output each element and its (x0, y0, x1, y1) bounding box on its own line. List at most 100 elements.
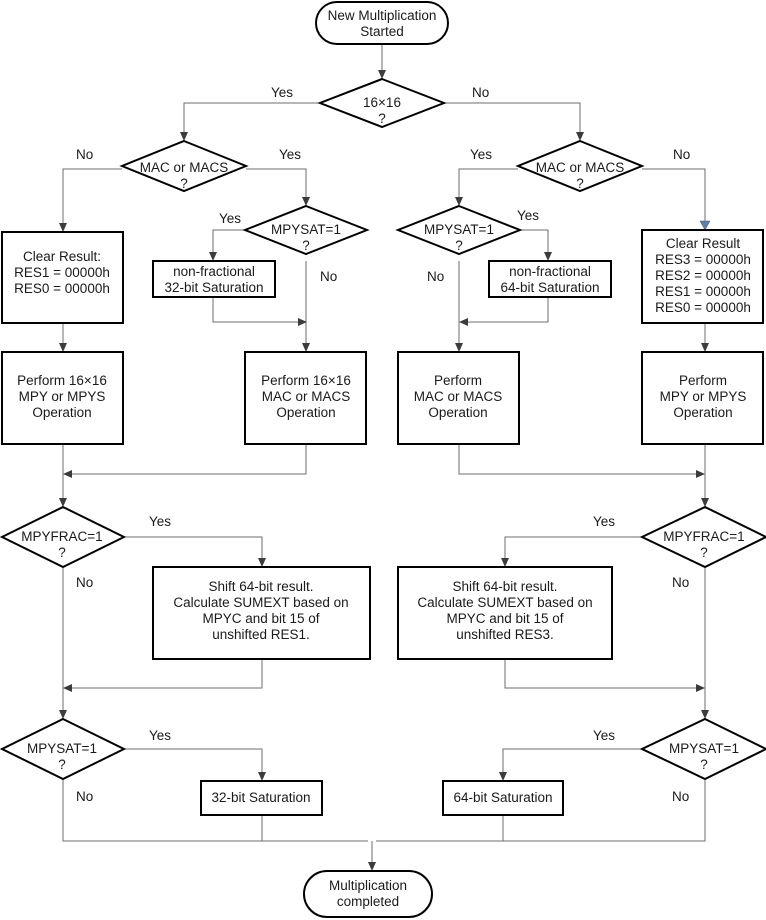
connectors (62, 44, 706, 864)
clear-left-line-1: Clear Result: (23, 249, 101, 264)
perform-mpy16-line-1: Perform 16×16 (17, 373, 107, 388)
mpysat-br-line-1: MPYSAT=1 (669, 741, 739, 756)
box-clear-result-right: Clear Result RES3 = 00000h RES2 = 00000h… (641, 229, 764, 324)
start-line-1: New Multiplication (328, 8, 437, 23)
mpyfrac-left-line-2: ? (58, 545, 66, 560)
branch-labels: Yes No No Yes Yes No Yes Yes No No Yes Y… (76, 85, 690, 804)
shift-left-line-1: Shift 64-bit result. (208, 579, 313, 594)
no-label: No (76, 789, 93, 804)
decision-mac-left-line-2: ? (180, 176, 188, 191)
perform-mpy-line-1: Perform (679, 373, 727, 388)
box-saturation-64: 64-bit Saturation (442, 780, 564, 816)
clear-right-line-2: RES3 = 00000h (655, 252, 751, 267)
box-clear-result-left: Clear Result: RES1 = 00000h RES0 = 00000… (1, 231, 124, 324)
yes-label: Yes (149, 514, 171, 529)
perform-mac16-line-2: MAC or MACS (262, 389, 351, 404)
nonfrac-32-line-1: non-fractional (173, 264, 255, 279)
shift-left-line-3: MPYC and bit 15 of (202, 611, 319, 626)
perform-mpy-line-2: MPY or MPYS (660, 389, 747, 404)
decision-16x16-line-2: ? (378, 111, 386, 126)
yes-label: Yes (149, 728, 171, 743)
no-label: No (76, 575, 93, 590)
shift-right-line-3: MPYC and bit 15 of (446, 611, 563, 626)
perform-mac16-line-3: Operation (276, 405, 335, 420)
decision-mpysat-right: MPYSAT=1 ? (395, 204, 523, 256)
decision-16x16: 16×16 ? (317, 77, 447, 129)
decision-mpyfrac-left: MPYFRAC=1 ? (0, 505, 127, 569)
nonfrac-64-line-1: non-fractional (509, 264, 591, 279)
start-terminal: New Multiplication Started (315, 1, 449, 45)
box-perform-mpy-16x16: Perform 16×16 MPY or MPYS Operation (1, 351, 124, 445)
decision-mpysat-left: MPYSAT=1 ? (242, 204, 370, 256)
perform-mpy-line-3: Operation (673, 405, 732, 420)
yes-label: Yes (271, 85, 293, 100)
perform-mac-line-2: MAC or MACS (414, 389, 503, 404)
mpyfrac-right-line-2: ? (700, 545, 708, 560)
no-label: No (427, 269, 444, 284)
yes-label: Yes (279, 147, 301, 162)
clear-right-line-1: Clear Result (666, 236, 741, 251)
decision-mac-right: MAC or MACS ? (515, 139, 645, 193)
no-label: No (673, 147, 690, 162)
clear-right-line-5: RES0 = 00000h (655, 300, 751, 315)
decision-mac-right-line-2: ? (576, 176, 584, 191)
box-perform-mac-16x16: Perform 16×16 MAC or MACS Operation (244, 351, 367, 445)
perform-mpy16-line-3: Operation (32, 405, 91, 420)
shift-right-line-4: unshifted RES3. (456, 627, 554, 642)
mpyfrac-right-line-1: MPYFRAC=1 (663, 529, 744, 544)
sat-32-label: 32-bit Saturation (211, 790, 310, 805)
yes-label: Yes (593, 514, 615, 529)
no-label: No (672, 575, 689, 590)
mpysat-bl-line-2: ? (58, 757, 66, 772)
shift-left-line-2: Calculate SUMEXT based on (173, 595, 348, 610)
arrowheads (59, 70, 711, 871)
perform-mac-line-3: Operation (428, 405, 487, 420)
decision-mpysat-left-line-1: MPYSAT=1 (271, 222, 341, 237)
no-label: No (320, 269, 337, 284)
perform-mac16-line-1: Perform 16×16 (261, 373, 351, 388)
start-line-2: Started (360, 24, 404, 39)
box-shift-left: Shift 64-bit result. Calculate SUMEXT ba… (152, 566, 371, 660)
clear-left-line-3: RES0 = 00000h (14, 281, 110, 296)
no-label: No (472, 85, 489, 100)
clear-right-line-4: RES1 = 00000h (655, 284, 751, 299)
clear-left-line-2: RES1 = 00000h (14, 265, 110, 280)
yes-label: Yes (219, 211, 241, 226)
nonfrac-32-line-2: 32-bit Saturation (164, 280, 263, 295)
box-perform-mpy: Perform MPY or MPYS Operation (641, 351, 764, 445)
no-label: No (76, 147, 93, 162)
end-line-1: Multiplication (329, 878, 407, 893)
box-shift-right: Shift 64-bit result. Calculate SUMEXT ba… (397, 566, 613, 660)
mpysat-bl-line-1: MPYSAT=1 (27, 741, 97, 756)
yes-label: Yes (517, 208, 539, 223)
decision-mac-left: MAC or MACS ? (119, 139, 249, 193)
end-terminal: Multiplication completed (303, 870, 433, 918)
box-perform-mac: Perform MAC or MACS Operation (397, 351, 520, 445)
perform-mac-line-1: Perform (434, 373, 482, 388)
decision-mac-left-line-1: MAC or MACS (140, 160, 229, 175)
decision-mpyfrac-right: MPYFRAC=1 ? (639, 505, 766, 569)
decision-mpysat-right-line-2: ? (455, 238, 463, 253)
shift-right-line-2: Calculate SUMEXT based on (417, 595, 592, 610)
mpysat-br-line-2: ? (700, 757, 708, 772)
decision-mpysat-bottom-left: MPYSAT=1 ? (0, 717, 127, 781)
no-label: No (672, 789, 689, 804)
box-nonfrac-32: non-fractional 32-bit Saturation (152, 260, 276, 298)
box-saturation-32: 32-bit Saturation (200, 780, 323, 816)
decision-mpysat-left-line-2: ? (302, 238, 310, 253)
decision-mac-right-line-1: MAC or MACS (536, 160, 625, 175)
sat-64-label: 64-bit Saturation (453, 790, 552, 805)
shift-left-line-4: unshifted RES1. (212, 627, 310, 642)
mpyfrac-left-line-1: MPYFRAC=1 (21, 529, 102, 544)
shift-right-line-1: Shift 64-bit result. (452, 579, 557, 594)
yes-label: Yes (593, 728, 615, 743)
decision-16x16-line-1: 16×16 (363, 95, 401, 110)
end-line-2: completed (337, 894, 399, 909)
clear-right-line-3: RES2 = 00000h (655, 268, 751, 283)
decision-mpysat-right-line-1: MPYSAT=1 (424, 222, 494, 237)
nonfrac-64-line-2: 64-bit Saturation (500, 280, 599, 295)
box-nonfrac-64: non-fractional 64-bit Saturation (488, 260, 612, 298)
perform-mpy16-line-2: MPY or MPYS (19, 389, 106, 404)
decision-mpysat-bottom-right: MPYSAT=1 ? (639, 717, 766, 781)
